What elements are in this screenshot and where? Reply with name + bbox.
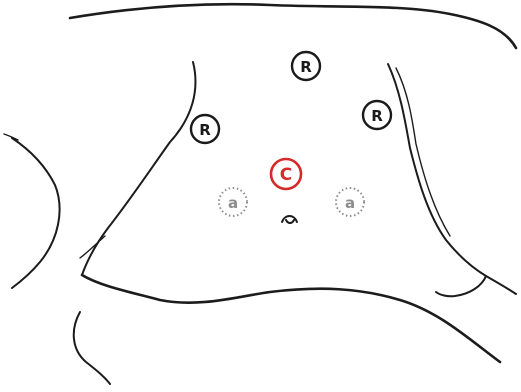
outline-right-contour-inner: [396, 68, 450, 236]
accessory-marker-left: a: [219, 188, 247, 216]
receptor-marker-right-label: R: [371, 107, 383, 125]
receptor-marker-left: R: [191, 115, 219, 143]
center-marker: C: [271, 159, 301, 189]
outline-right-contour: [388, 64, 486, 276]
outline-left-tick: [4, 134, 18, 140]
outline-left-lobe: [12, 138, 60, 288]
receptor-marker-left-label: R: [199, 121, 211, 139]
center-mouth-mark: [282, 216, 297, 223]
outline-bottom-left-curve: [74, 312, 110, 384]
accessory-marker-right-label: a: [345, 194, 355, 212]
receptor-marker-top-label: R: [300, 58, 312, 76]
center-marker-label: C: [280, 165, 292, 185]
outline-top-edge: [70, 4, 516, 48]
receptor-marker-right: R: [363, 101, 391, 129]
accessory-marker-right: a: [336, 188, 364, 216]
outline-bottom-edge: [82, 275, 500, 362]
accessory-marker-left-label: a: [228, 194, 238, 212]
outline-left-inner-curve: [82, 62, 195, 275]
outline-right-hook: [436, 276, 516, 296]
receptor-marker-top: R: [292, 52, 320, 80]
outline-left-inner-detail: [80, 236, 105, 258]
